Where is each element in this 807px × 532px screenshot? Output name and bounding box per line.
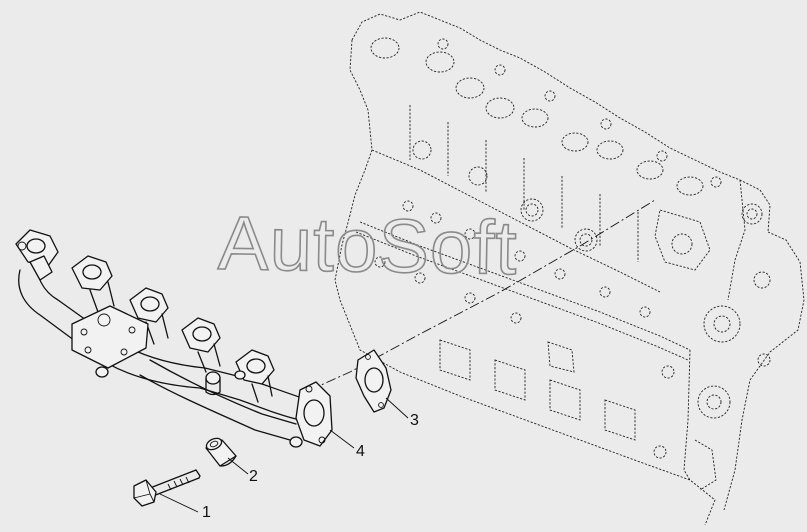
part-1-bolt (133, 469, 201, 507)
part-4-exhaust-manifold (15, 229, 333, 448)
part-2-spacer (205, 437, 237, 467)
callout-1: 1 (202, 504, 211, 521)
assembly-centerline (309, 199, 656, 391)
leader-1 (159, 493, 199, 513)
callout-leaders (159, 397, 409, 513)
leader-2 (227, 457, 249, 475)
callout-3: 3 (410, 412, 419, 429)
part-3-gasket (355, 349, 392, 413)
leader-4 (329, 429, 355, 449)
leader-3 (385, 397, 409, 419)
callout-4: 4 (356, 443, 365, 460)
watermark-text: AutoSoft (217, 201, 518, 291)
callout-2: 2 (249, 468, 258, 485)
